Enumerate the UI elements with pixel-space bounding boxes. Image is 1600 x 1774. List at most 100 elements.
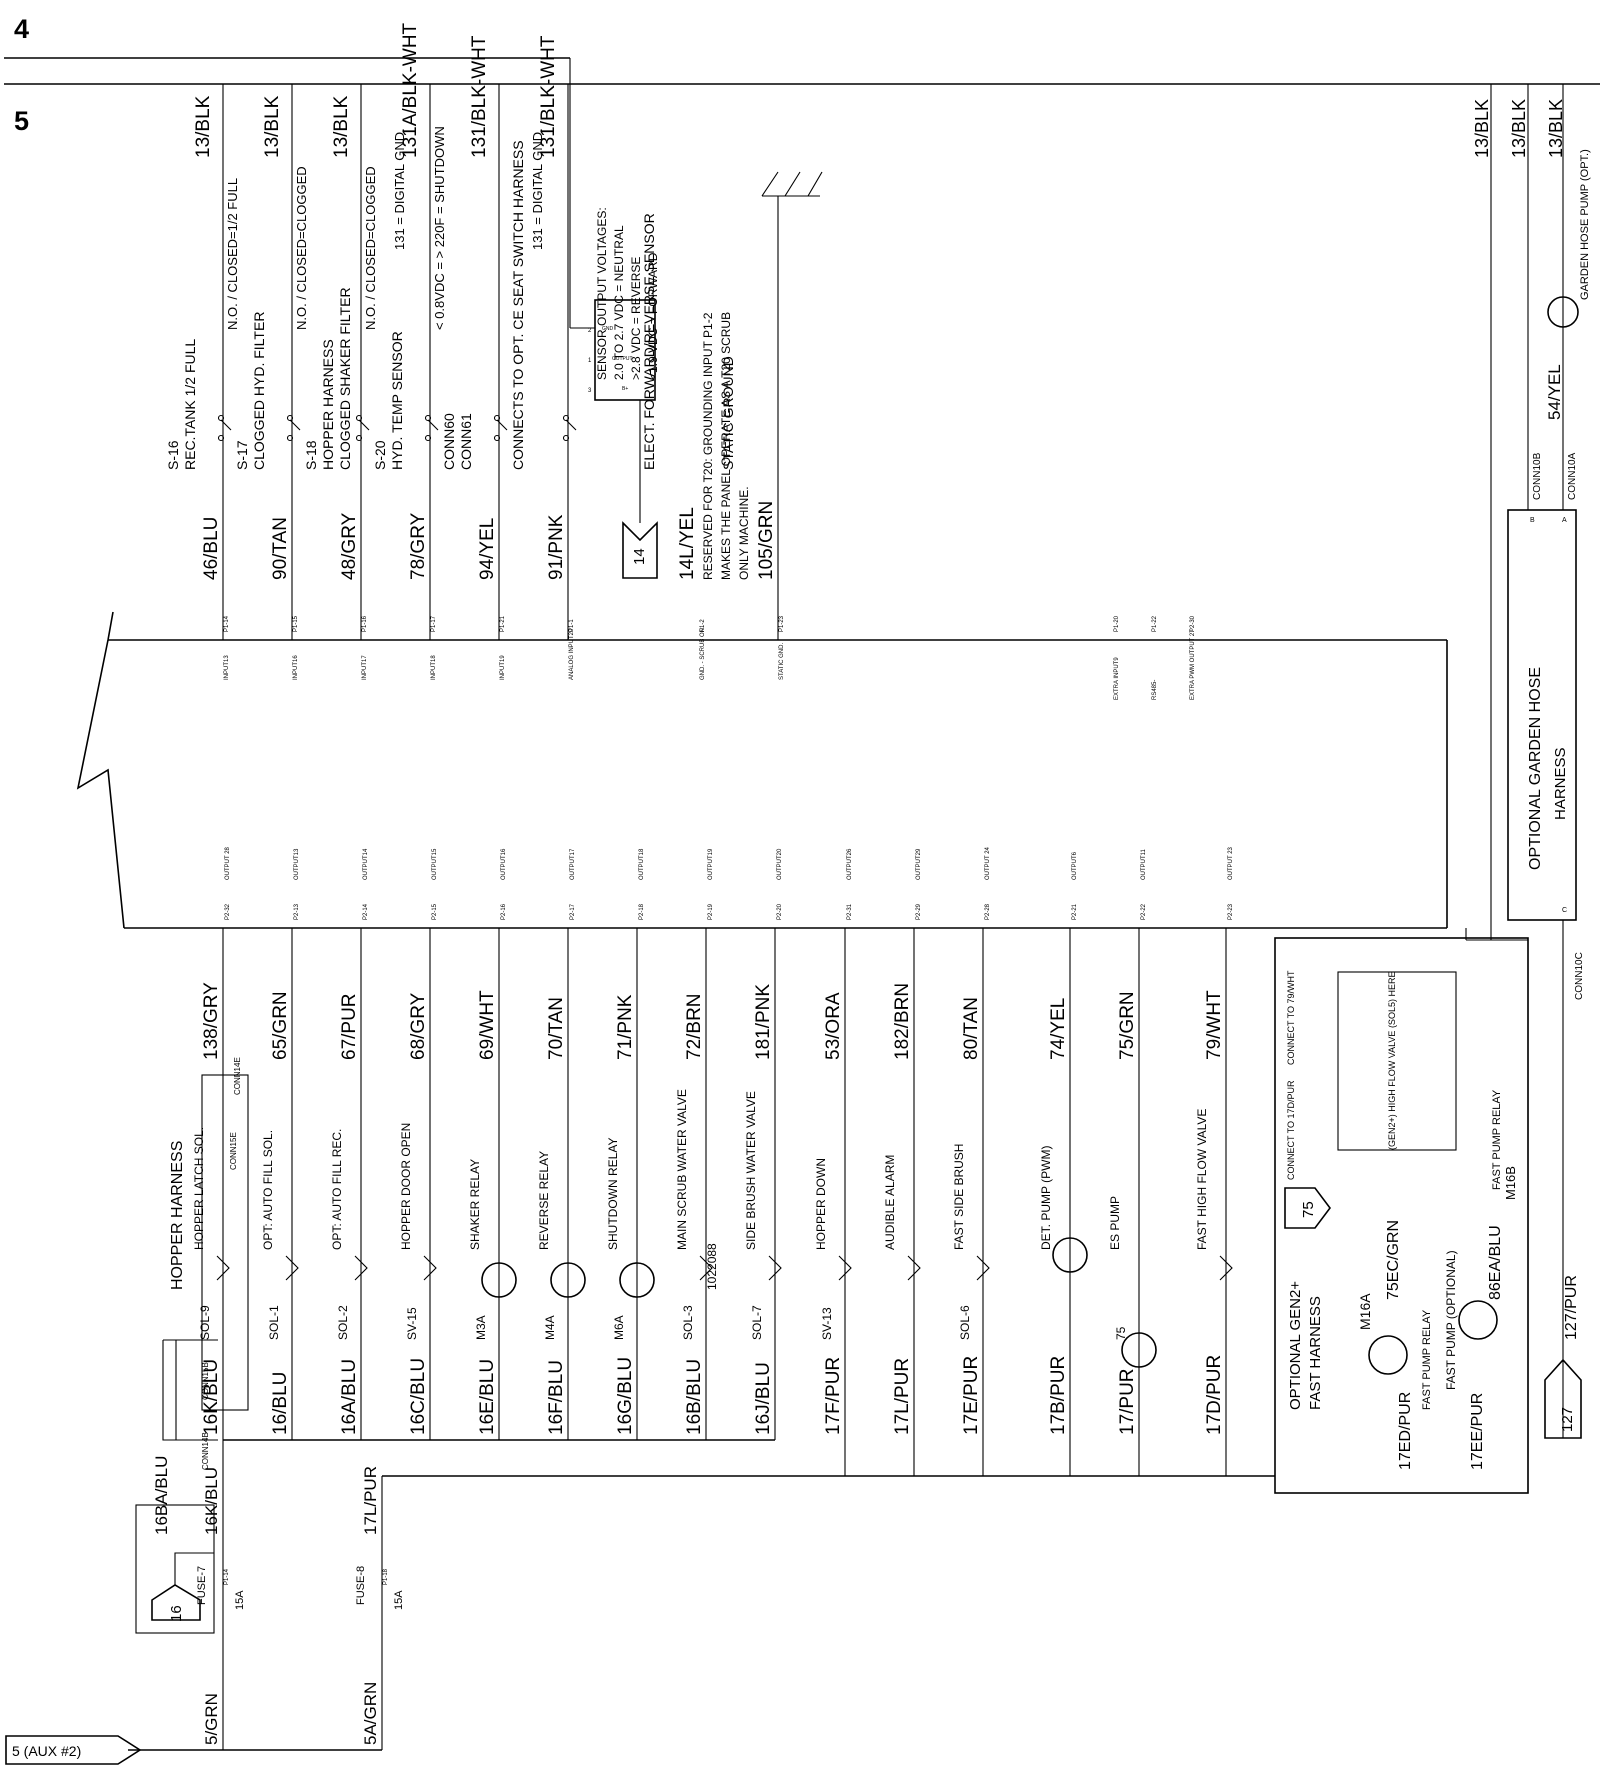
garden-hose-conn-0: CONN10B <box>1532 452 1543 500</box>
gnd-label-w4: 131A/BLK-WHT <box>400 22 421 158</box>
gnd-label-w5: 131/BLK-WHT <box>469 35 490 158</box>
output-port-o3: OUTPUT14 <box>363 848 369 880</box>
connector-127-label: 127 <box>1559 1407 1576 1432</box>
output-return-o13: 17B/PUR <box>1048 1356 1069 1435</box>
output-wire-label-o7: 71/PNK <box>615 994 636 1060</box>
output-port-o13: OUTPUT6 <box>1072 851 1078 880</box>
relay-coil-icon-o7 <box>619 1262 655 1298</box>
state-label-w3: N.O. / CLOSED=CLOGGED <box>363 166 378 330</box>
device-label-w3-0: S-18 <box>303 440 319 470</box>
wire-label-w6: 91/PNK <box>546 514 567 580</box>
output-port-o14: OUTPUT11 <box>1141 848 1147 880</box>
gnd-label-w1: 13/BLK <box>193 95 214 158</box>
wire-label-w1: 46/BLU <box>201 517 222 580</box>
device-label-w1-0: S-16 <box>165 440 181 470</box>
output-device-o15: FAST HIGH FLOW VALVE <box>1195 1109 1209 1250</box>
fuse-name-0: FUSE-7 <box>196 1566 208 1605</box>
connector-14-label: 14 <box>631 548 648 565</box>
hopper-harness-conn-1: CONN15E <box>229 1132 238 1170</box>
garden-hose-conn-1: CONN10A <box>1567 452 1578 500</box>
right-input-port-1: RS485- <box>1152 680 1158 700</box>
output-device-o11: AUDIBLE ALARM <box>883 1155 897 1250</box>
output-wire-label-o5: 69/WHT <box>477 990 498 1060</box>
gen2-wire-4: 127/PUR <box>1563 1275 1580 1340</box>
output-port-o9: OUTPUT20 <box>777 848 783 880</box>
garden-hose-pin-2: C <box>1562 907 1567 914</box>
output-return-o10: 17F/PUR <box>823 1357 844 1435</box>
pin-label-w2: P1-15 <box>293 615 299 632</box>
sensor-voltage-0: SENSOR OUTPUT VOLTAGES: <box>595 207 609 380</box>
garden-hose-pin-1: A <box>1562 517 1567 524</box>
right-input-pin-0: P1-20 <box>1114 615 1120 632</box>
gen2-note-0: CONNECT TO 79/WHT <box>1286 970 1296 1065</box>
output-port-o2: OUTPUT13 <box>294 848 300 880</box>
hopper-harness-title: HOPPER HARNESS <box>169 1141 186 1290</box>
output-port-o4: OUTPUT15 <box>432 848 438 880</box>
solenoid-icon-o8 <box>699 1255 713 1281</box>
device-label-w5-0: CONN60 <box>441 413 457 470</box>
pin-label-w6: P1-1 <box>569 619 575 632</box>
output-tag-o6: M4A <box>543 1315 557 1340</box>
port-label-w4: INPUT18 <box>431 655 437 680</box>
output-wire-label-o1: 138/GRY <box>201 982 222 1060</box>
hopper-harness-conn-0: CONN14E <box>233 1057 242 1095</box>
output-port-o7: OUTPUT18 <box>639 848 645 880</box>
fwd-rev-sensor <box>594 299 656 401</box>
output-pin-o6: P2-17 <box>570 903 576 920</box>
output-pin-o10: P2-31 <box>847 903 853 920</box>
output-wire-label-o11: 182/BRN <box>892 983 913 1060</box>
relay-coil-icon-o6 <box>550 1262 586 1298</box>
garden-hose-conn-2: CONN10C <box>1574 952 1585 1000</box>
fast-pump-relay-m16a-icon <box>1368 1335 1408 1375</box>
gen2-high-flow-valve-note <box>1337 971 1457 1151</box>
connector-14 <box>622 521 658 579</box>
wire-label-w4: 78/GRY <box>408 512 429 580</box>
right-gnd-label-0: 13/BLK <box>1472 99 1492 158</box>
output-return-o9: 16J/BLU <box>753 1362 774 1435</box>
output-pin-o1: P2-32 <box>225 903 231 920</box>
extra-label-w4: 131 = DIGITAL GND. <box>392 128 407 250</box>
output-return-o14: 17/PUR <box>1117 1368 1138 1435</box>
pin-label-w4: P1-17 <box>431 615 437 632</box>
output-pin-o4: P2-15 <box>432 903 438 920</box>
garden-hose-pin-0: B <box>1530 517 1535 524</box>
fuse-rating-0: 15A <box>234 1590 246 1610</box>
garden-hose-subtitle: HARNESS <box>1552 747 1569 820</box>
gen2-relay2-label: FAST PUMP RELAY <box>1491 1089 1503 1190</box>
port-label-w7: GND. - SCRUB ON. <box>700 626 706 680</box>
solenoid-icon-o12 <box>976 1255 990 1281</box>
sensor-voltage-1: 2.0 TO 2.7 VDC = NEUTRAL <box>612 225 626 380</box>
output-device-o8: MAIN SCRUB WATER VALVE <box>675 1089 689 1250</box>
output-return-o8: 16B/BLU <box>684 1359 705 1435</box>
hopper-harness-box <box>201 1074 249 1411</box>
output-pin-o2: P2-13 <box>294 903 300 920</box>
output-device-o14: ES PUMP <box>1108 1196 1122 1250</box>
output-wire-label-o2: 65/GRN <box>270 991 291 1060</box>
gnd-label-w6: 131/BLK-WHT <box>538 35 559 158</box>
output-tag-o2: SOL-1 <box>267 1305 281 1340</box>
output-port-o11: OUTPUT29 <box>916 848 922 880</box>
gen2-connector-75-label: 75 <box>1300 1201 1317 1218</box>
port-label-w2: INPUT16 <box>293 655 299 680</box>
output-tag-o12: SOL-6 <box>958 1305 972 1340</box>
fast-pump-icon <box>1458 1300 1498 1340</box>
sensor-pin-num-1: 1 <box>588 358 592 364</box>
wire-label-w8: 105/GRN <box>756 501 777 580</box>
device-label-w8-0: STATIC GROUND <box>720 356 736 470</box>
output-device-o3: OPT: AUTO FILL REC. <box>330 1129 344 1250</box>
output-return-o11: 17L/PUR <box>892 1358 913 1435</box>
solenoid-icon-o4 <box>423 1255 437 1281</box>
output-port-o1: OUTPUT 28 <box>225 846 231 880</box>
fuse-out-wire-1: 17L/PUR <box>361 1466 380 1535</box>
pin-label-w3: P1-16 <box>362 615 368 632</box>
aux-connector-label: 5 (AUX #2) <box>12 1743 81 1759</box>
fuse-conn-label-0: 16 <box>168 1605 185 1622</box>
pump-icon-o13 <box>1052 1237 1088 1273</box>
wire-label-w2: 90/TAN <box>270 517 291 580</box>
hopper-harness-conn-2: CONN15B <box>201 1362 210 1400</box>
port-label-w8: STATIC GND. <box>779 643 785 680</box>
solenoid-icon-o9 <box>768 1255 782 1281</box>
extra-label-w6: 131 = DIGITAL GND. <box>530 128 545 250</box>
device-label-w1-1: REC.TANK 1/2 FULL <box>182 339 198 470</box>
connector-127 <box>1544 1358 1582 1439</box>
